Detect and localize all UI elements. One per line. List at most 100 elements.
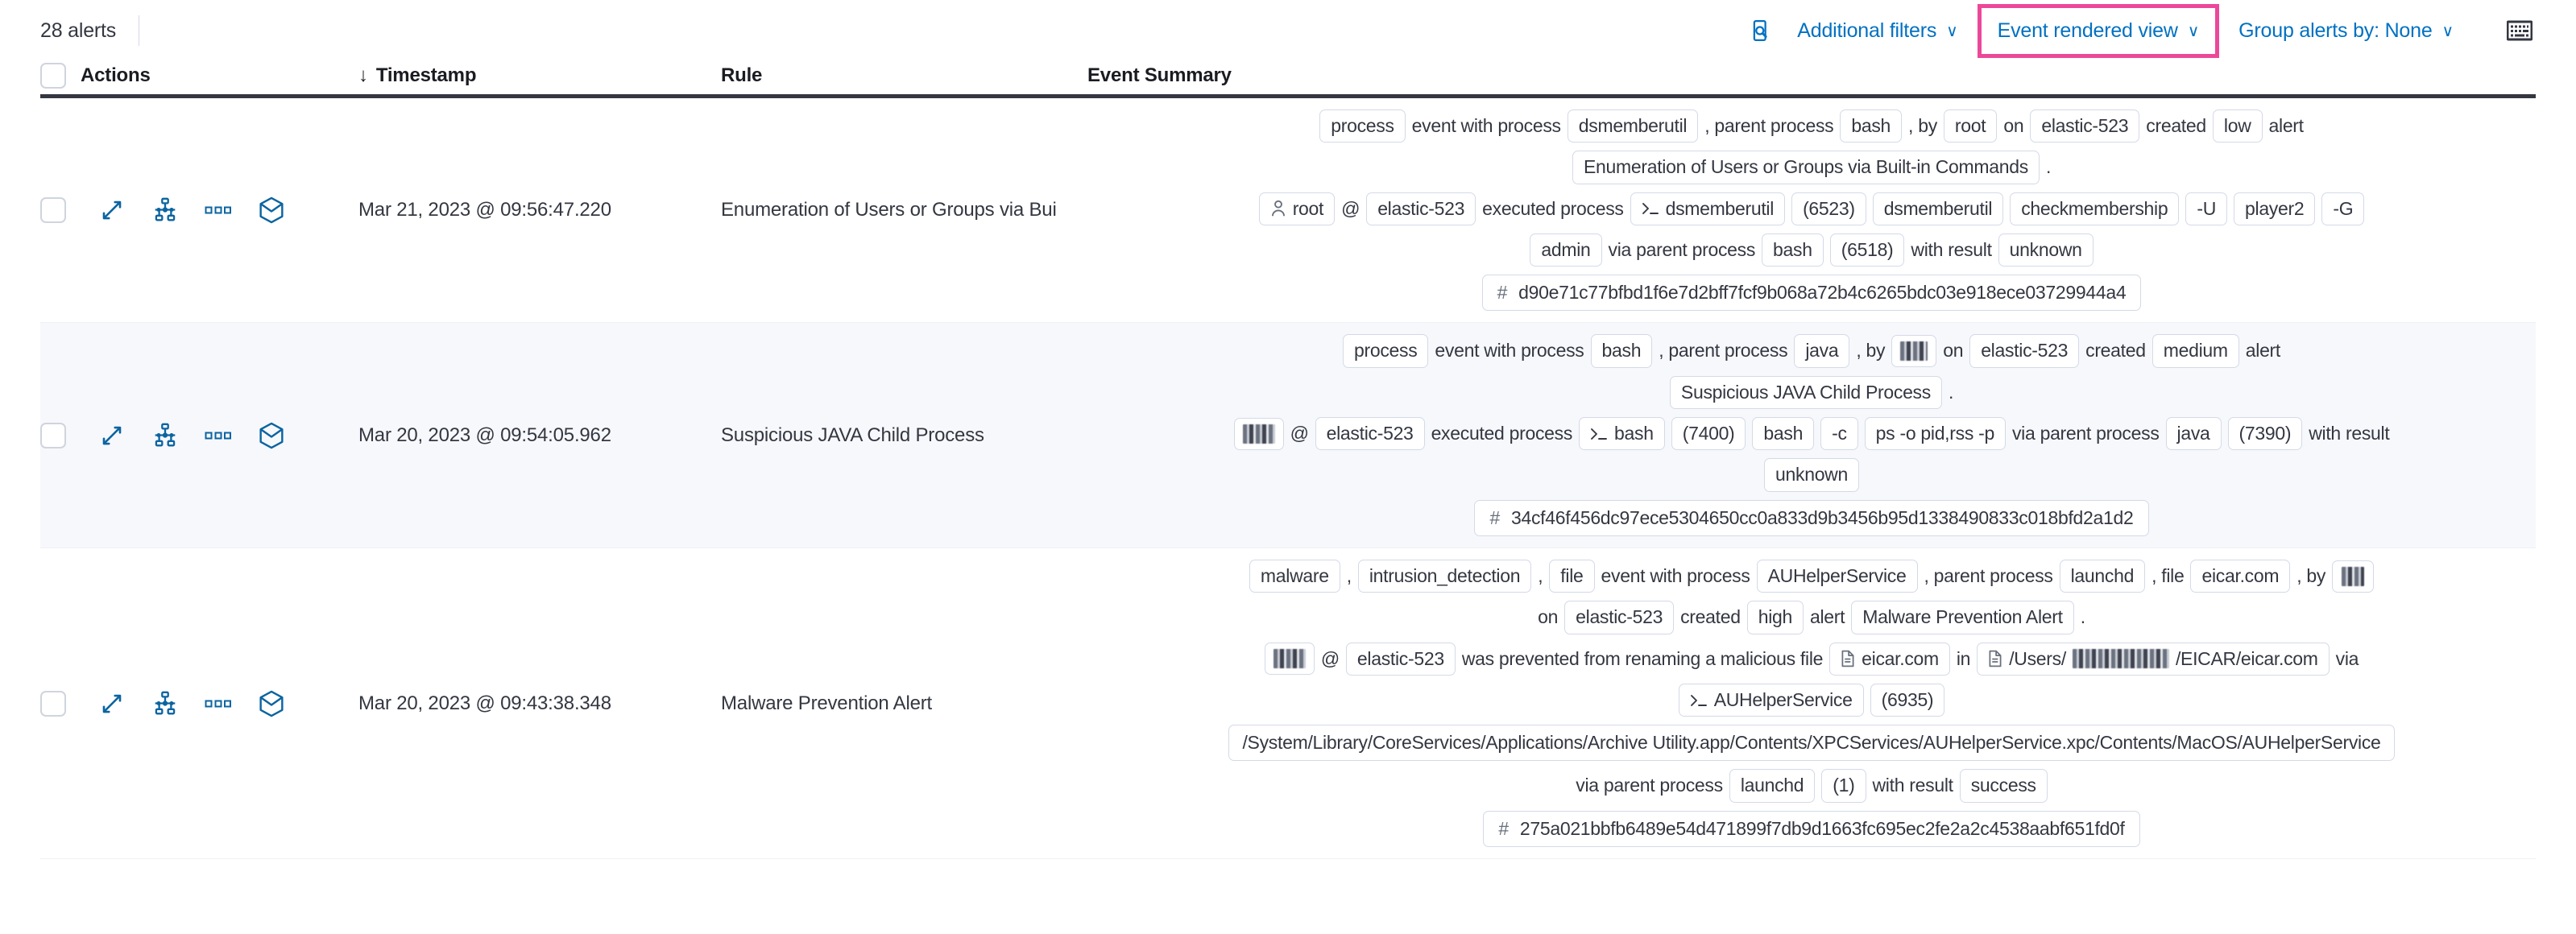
more-actions-icon[interactable] [205, 690, 232, 717]
summary-chip[interactable]: admin [1530, 233, 1602, 267]
header-rule[interactable]: Rule [721, 64, 763, 86]
summary-chip[interactable]: process [1319, 110, 1406, 143]
summary-chip[interactable]: success [1959, 769, 2048, 803]
summary-text: . [1948, 381, 1954, 403]
summary-chip[interactable]: player2 [2234, 192, 2316, 225]
summary-chip-redacted-user[interactable] [1264, 643, 1315, 676]
summary-chip[interactable]: Suspicious JAVA Child Process [1669, 375, 1942, 410]
summary-chip[interactable]: bash [1590, 334, 1653, 368]
summary-chip-redacted-user[interactable] [1891, 335, 1937, 368]
summary-chip[interactable]: elastic-523 [2030, 110, 2140, 143]
summary-chip[interactable]: elastic-523 [1564, 601, 1675, 634]
summary-chip-process[interactable]: bash [1579, 417, 1665, 451]
summary-chip[interactable]: elastic-523 [1315, 417, 1425, 451]
summary-chip[interactable]: (7390) [2227, 417, 2303, 451]
additional-filters-button[interactable]: Additional filters ∨ [1783, 11, 1972, 51]
table-row[interactable]: Mar 20, 2023 @ 09:54:05.962 Suspicious J… [40, 323, 2536, 548]
summary-text: , parent process [1924, 564, 2053, 586]
summary-chip[interactable]: high [1746, 601, 1804, 634]
inspect-search-icon[interactable] [1739, 9, 1783, 52]
summary-text: , [1346, 564, 1352, 586]
summary-chip-file-path-redacted[interactable]: /Users//EICAR/eicar.com [1977, 642, 2330, 676]
summary-chip[interactable]: (7400) [1671, 417, 1746, 451]
summary-chip[interactable]: dsmemberutil [1567, 110, 1699, 143]
analyzer-graph-icon[interactable] [151, 422, 179, 449]
summary-chip[interactable]: elastic-523 [1345, 642, 1456, 676]
summary-chip[interactable]: checkmembership [2010, 192, 2180, 225]
summary-chip-hash[interactable]: #275a021bbfb6489e54d471899f7db9d1663fc69… [1483, 810, 2140, 848]
table-row[interactable]: Mar 20, 2023 @ 09:43:38.348 Malware Prev… [40, 548, 2536, 860]
summary-chip[interactable]: -c [1820, 417, 1858, 451]
summary-chip-redacted-user[interactable] [1233, 417, 1284, 450]
analyzer-graph-icon[interactable] [151, 196, 179, 224]
summary-chip[interactable]: (1) [1821, 769, 1866, 803]
summary-chip[interactable]: (6518) [1829, 233, 1905, 267]
summary-chip[interactable]: process [1342, 334, 1429, 368]
expand-icon[interactable] [98, 422, 126, 449]
summary-chip[interactable]: java [1794, 334, 1850, 368]
session-view-cube-icon[interactable] [258, 196, 285, 224]
summary-chip[interactable]: bash [1752, 417, 1815, 451]
row-rule[interactable]: Malware Prevention Alert [721, 692, 932, 714]
console-prompt-icon [1642, 201, 1659, 216]
alerts-table: Actions ↓ Timestamp Rule Event Summary M… [40, 61, 2536, 860]
summary-chip[interactable]: Enumeration of Users or Groups via Built… [1572, 151, 2040, 184]
expand-icon[interactable] [98, 690, 126, 717]
more-actions-icon[interactable] [205, 196, 232, 224]
summary-chip[interactable]: low [2212, 110, 2263, 143]
summary-chip-redacted-user[interactable] [2332, 560, 2375, 593]
summary-chip[interactable]: dsmemberutil [1872, 192, 2004, 225]
summary-chip[interactable]: malware [1249, 559, 1340, 593]
event-rendered-view-button[interactable]: Event rendered view ∨ [1977, 3, 2220, 58]
group-alerts-by-button[interactable]: Group alerts by: None ∨ [2224, 11, 2468, 51]
expand-icon[interactable] [98, 196, 126, 224]
summary-chip[interactable]: elastic-523 [1366, 192, 1476, 225]
summary-chip[interactable]: (6935) [1870, 683, 1945, 717]
summary-chip[interactable]: bash [1840, 110, 1903, 143]
row-rule[interactable]: Suspicious JAVA Child Process [721, 424, 984, 446]
summary-chip[interactable]: launchd [2059, 559, 2146, 593]
summary-chip[interactable]: unknown [1764, 458, 1859, 492]
summary-chip[interactable]: java [2165, 417, 2222, 451]
row-rule[interactable]: Enumeration of Users or Groups via Bui [721, 199, 1057, 221]
summary-chip-process[interactable]: dsmemberutil [1630, 192, 1786, 225]
header-event-summary[interactable]: Event Summary [1087, 64, 1232, 86]
session-view-cube-icon[interactable] [258, 690, 285, 717]
summary-chip[interactable]: unknown [1998, 233, 2094, 267]
summary-chip[interactable]: root [1943, 110, 1998, 143]
row-select-checkbox[interactable] [40, 690, 66, 717]
keyboard-icon[interactable] [2504, 14, 2536, 47]
summary-text: , file [2151, 564, 2185, 586]
row-select-checkbox[interactable] [40, 197, 66, 224]
summary-chip-user[interactable]: root [1258, 192, 1336, 225]
summary-chip[interactable]: -G [2321, 192, 2365, 225]
session-view-cube-icon[interactable] [258, 422, 285, 449]
summary-chip[interactable]: (6523) [1791, 192, 1866, 225]
analyzer-graph-icon[interactable] [151, 690, 179, 717]
summary-chip[interactable]: elastic-523 [1969, 334, 2080, 368]
header-timestamp[interactable]: ↓ Timestamp [358, 64, 721, 87]
summary-chip[interactable]: AUHelperService [1756, 559, 1918, 593]
summary-chip-hash[interactable]: #d90e71c77bfbd1f6e7d2bff7fcf9b068a72b4c6… [1481, 275, 2142, 312]
summary-chip-hash[interactable]: #34cf46f456dc97ece5304650cc0a833d9b3456b… [1474, 499, 2149, 536]
summary-chip[interactable]: intrusion_detection [1357, 559, 1532, 593]
hash-icon: # [1498, 817, 1509, 839]
summary-chip[interactable]: file [1549, 559, 1595, 593]
summary-chip[interactable]: eicar.com [2190, 559, 2291, 593]
row-select-checkbox[interactable] [40, 422, 66, 448]
summary-chip[interactable]: Malware Prevention Alert [1851, 601, 2074, 634]
summary-chip-executable-path[interactable]: /System/Library/CoreServices/Application… [1228, 725, 2395, 762]
summary-chip-file[interactable]: eicar.com [1829, 642, 1950, 676]
summary-chip[interactable]: bash [1762, 233, 1824, 267]
header-actions[interactable]: Actions [81, 64, 151, 86]
summary-chip[interactable]: medium [2151, 334, 2239, 368]
table-row[interactable]: Mar 21, 2023 @ 09:56:47.220 Enumeration … [40, 98, 2536, 324]
summary-chip-process[interactable]: AUHelperService [1678, 683, 1864, 717]
summary-chip[interactable]: -U [2185, 192, 2228, 225]
select-all-checkbox[interactable] [40, 62, 66, 89]
summary-chip[interactable]: launchd [1729, 769, 1816, 803]
summary-chip[interactable]: ps -o pid,rss -p [1864, 417, 2006, 451]
more-actions-icon[interactable] [205, 422, 232, 449]
